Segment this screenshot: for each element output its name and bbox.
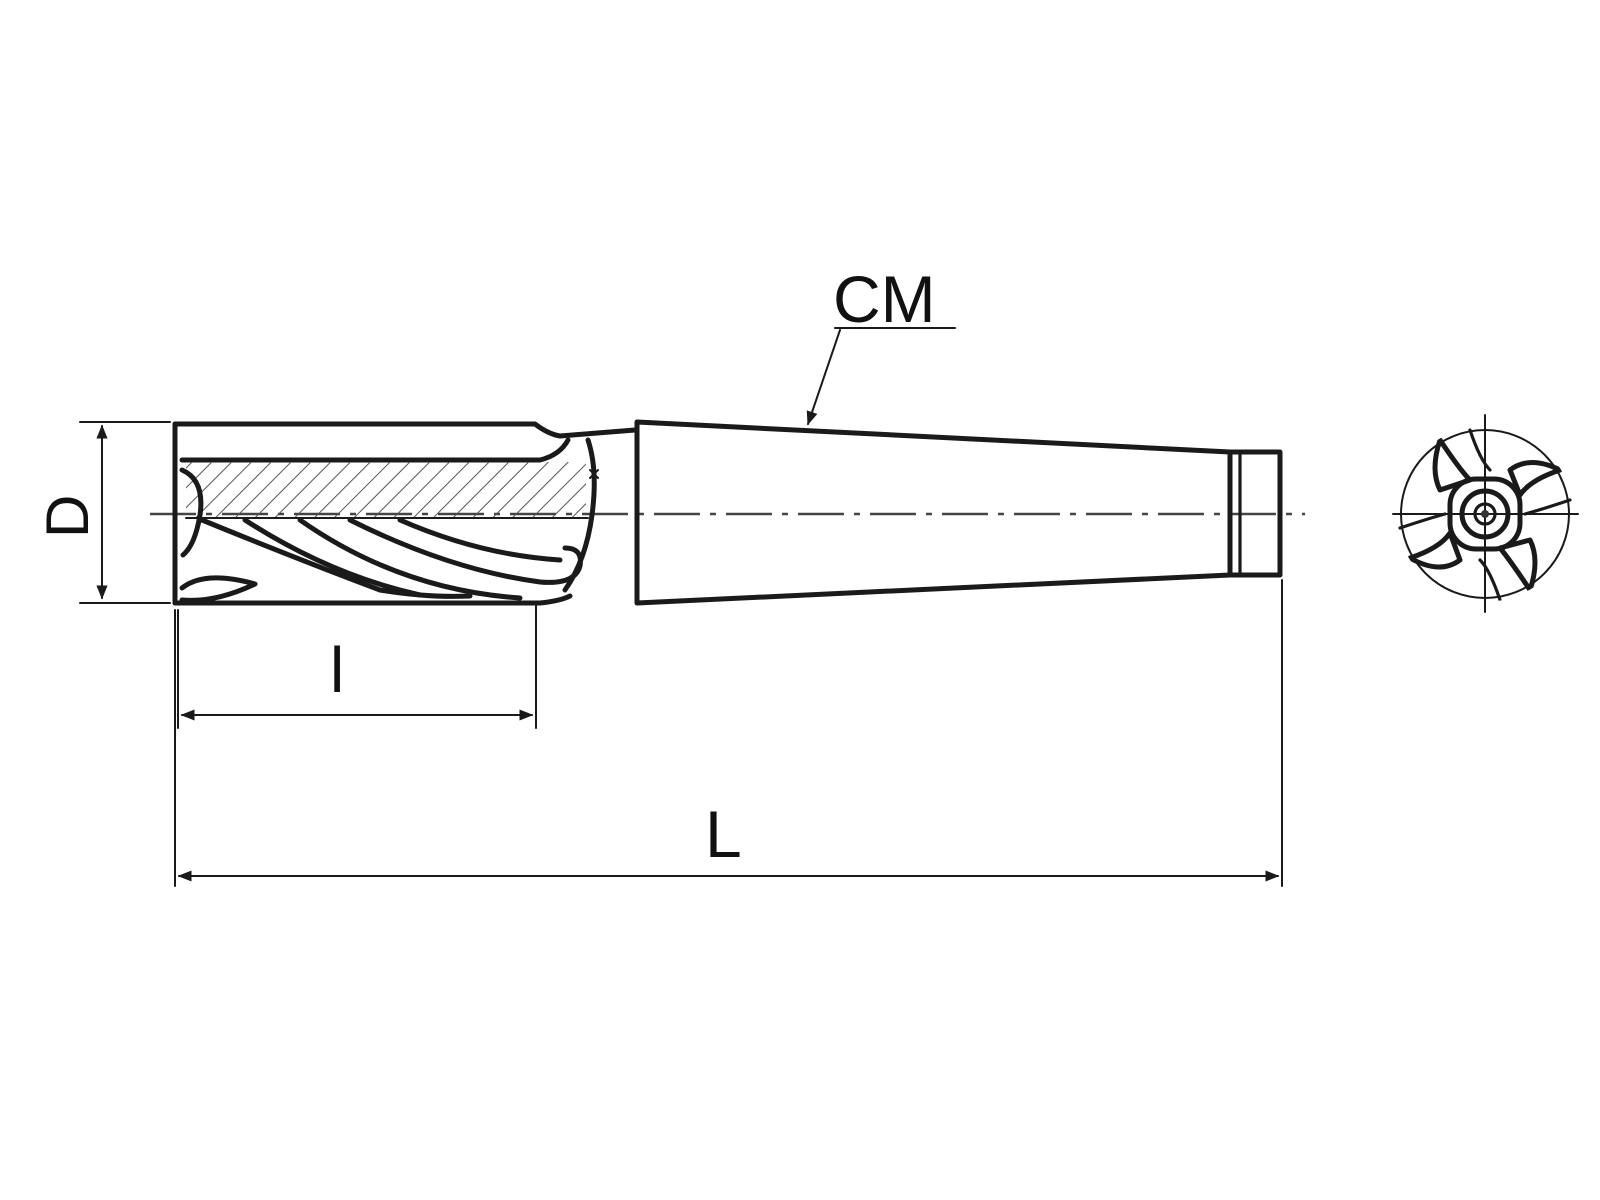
end-view [1392,414,1579,613]
hatched-section [186,462,586,518]
cutting-part [172,421,638,606]
taper-leader [806,327,956,426]
label-diameter: D [34,495,101,538]
label-flute-length: l [330,634,344,706]
dimension-d [79,421,171,604]
label-total-length: L [705,797,742,871]
dimension-total-l [174,579,1283,887]
taper-shank [634,419,1283,606]
label-taper: CM [833,262,936,336]
dimension-l [177,605,537,729]
